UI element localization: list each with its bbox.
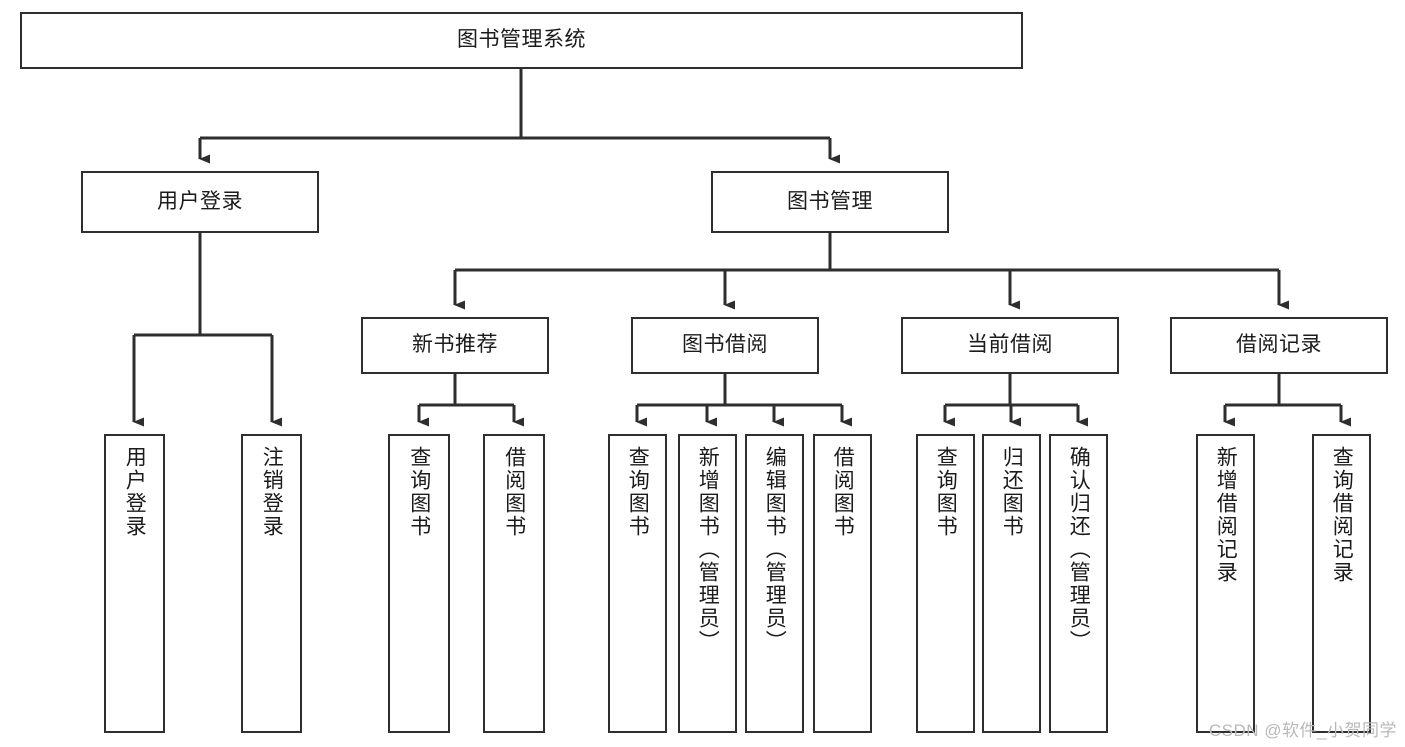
- node-label: 查询图书: [934, 446, 958, 538]
- node-label: 查询图书: [407, 446, 431, 538]
- node-label: 当前借阅: [967, 333, 1053, 357]
- node-label: 新书推荐: [412, 333, 498, 357]
- node-label: 查询图书: [626, 446, 650, 538]
- node-leaf-query-book-2[interactable]: 查询图书: [608, 434, 667, 733]
- node-leaf-borrow-book-2[interactable]: 借阅图书: [813, 434, 872, 733]
- node-label: 查询借阅记录: [1330, 446, 1354, 584]
- node-label: 编辑图书（管理员）: [763, 446, 787, 653]
- node-leaf-add-book[interactable]: 新增图书（管理员）: [678, 434, 737, 733]
- node-leaf-edit-book[interactable]: 编辑图书（管理员）: [745, 434, 804, 733]
- node-leaf-user-logout[interactable]: 注销登录: [241, 434, 302, 733]
- node-leaf-query-book-3[interactable]: 查询图书: [916, 434, 975, 733]
- node-label: 确认归还（管理员）: [1067, 446, 1091, 653]
- node-leaf-add-record[interactable]: 新增借阅记录: [1196, 434, 1255, 733]
- node-book-management[interactable]: 图书管理: [711, 171, 949, 233]
- connector-lines: [132, 69, 1351, 427]
- node-label: 图书管理: [787, 189, 873, 213]
- node-user-login[interactable]: 用户登录: [81, 171, 319, 233]
- node-leaf-confirm-return[interactable]: 确认归还（管理员）: [1049, 434, 1108, 733]
- node-label: 注销登录: [260, 446, 284, 538]
- node-leaf-query-record[interactable]: 查询借阅记录: [1312, 434, 1371, 733]
- node-label: 归还图书: [1000, 446, 1024, 538]
- node-leaf-borrow-book-1[interactable]: 借阅图书: [483, 434, 545, 733]
- node-borrow-record[interactable]: 借阅记录: [1170, 317, 1388, 374]
- node-root[interactable]: 图书管理系统: [20, 12, 1023, 69]
- node-label: 用户登录: [123, 446, 147, 538]
- node-label: 借阅图书: [831, 446, 855, 538]
- node-current-borrow[interactable]: 当前借阅: [901, 317, 1119, 374]
- node-new-book-recommend[interactable]: 新书推荐: [361, 317, 549, 374]
- node-leaf-query-book-1[interactable]: 查询图书: [388, 434, 450, 733]
- node-label: 图书管理系统: [457, 28, 586, 52]
- node-label: 新增图书（管理员）: [696, 446, 720, 653]
- node-label: 借阅记录: [1236, 333, 1322, 357]
- node-book-borrow[interactable]: 图书借阅: [631, 317, 819, 374]
- node-label: 图书借阅: [682, 333, 768, 357]
- node-leaf-user-login[interactable]: 用户登录: [104, 434, 165, 733]
- node-leaf-return-book[interactable]: 归还图书: [982, 434, 1041, 733]
- node-label: 用户登录: [157, 189, 243, 213]
- node-label: 新增借阅记录: [1214, 446, 1238, 584]
- node-label: 借阅图书: [502, 446, 526, 538]
